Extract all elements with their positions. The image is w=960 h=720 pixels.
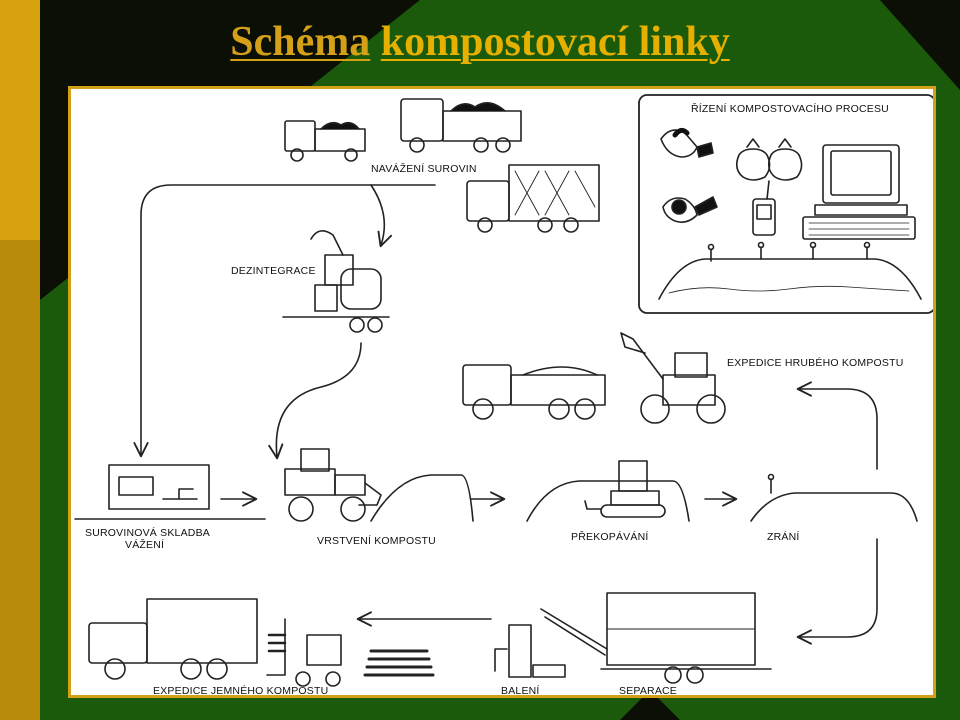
composting-line-diagram [74,94,933,687]
shredder-icon [282,230,390,333]
front-loader-icon [620,332,726,424]
label-expedice-hrubeho: EXPEDICE HRUBÉHO KOMPOSTU [727,357,904,369]
sample-bag-icon [735,138,803,181]
diagram-frame: NAVÁŽENÍ SUROVIN ŘÍZENÍ KOMPOSTOVACÍHO P… [68,86,936,698]
label-dezintegrace: DEZINTEGRACE [231,265,316,277]
excavator-icon [584,460,666,518]
process-control-panel [638,94,933,314]
label-zrani: ZRÁNÍ [767,531,800,543]
label-vazeni: VÁŽENÍ [125,539,165,551]
label-prekopavani: PŘEKOPÁVÁNÍ [571,531,649,543]
trommel-screen-icon [540,592,772,684]
computer-icon [802,144,916,240]
hand-icon [660,127,718,223]
forklift-icon [266,618,342,687]
box-truck-icon [88,598,258,680]
label-separace: SEPARACE [619,685,678,697]
title-part-1: Schéma [230,19,371,65]
label-baleni: BALENÍ [501,685,540,697]
weighbridge-building-icon [74,464,266,520]
label-rizeni: ŘÍZENÍ KOMPOSTOVACÍHO PROCESU [691,103,889,115]
bag-pallet-icon [363,649,435,677]
label-expedice-jemneho: EXPEDICE JEMNÉHO KOMPOSTU [153,685,329,697]
compost-pile-with-probes [658,241,922,300]
small-truck-icon [284,120,366,162]
title-part-2: kompostovací linky [380,19,730,65]
truck-icon [400,98,522,153]
label-vrstveni: VRSTVENÍ KOMPOSTU [317,535,436,547]
container-truck-icon [466,164,600,233]
thermometer-device-icon [752,180,776,236]
label-navazeni: NAVÁŽENÍ SUROVIN [371,163,477,175]
bagging-machine-icon [494,624,566,678]
slide-title: Schéma kompostovací linky [0,14,960,70]
dump-truck-icon [462,364,606,420]
wheel-loader-icon [284,448,382,522]
label-surovinova-skladba: SUROVINOVÁ SKLADBA [85,527,210,539]
